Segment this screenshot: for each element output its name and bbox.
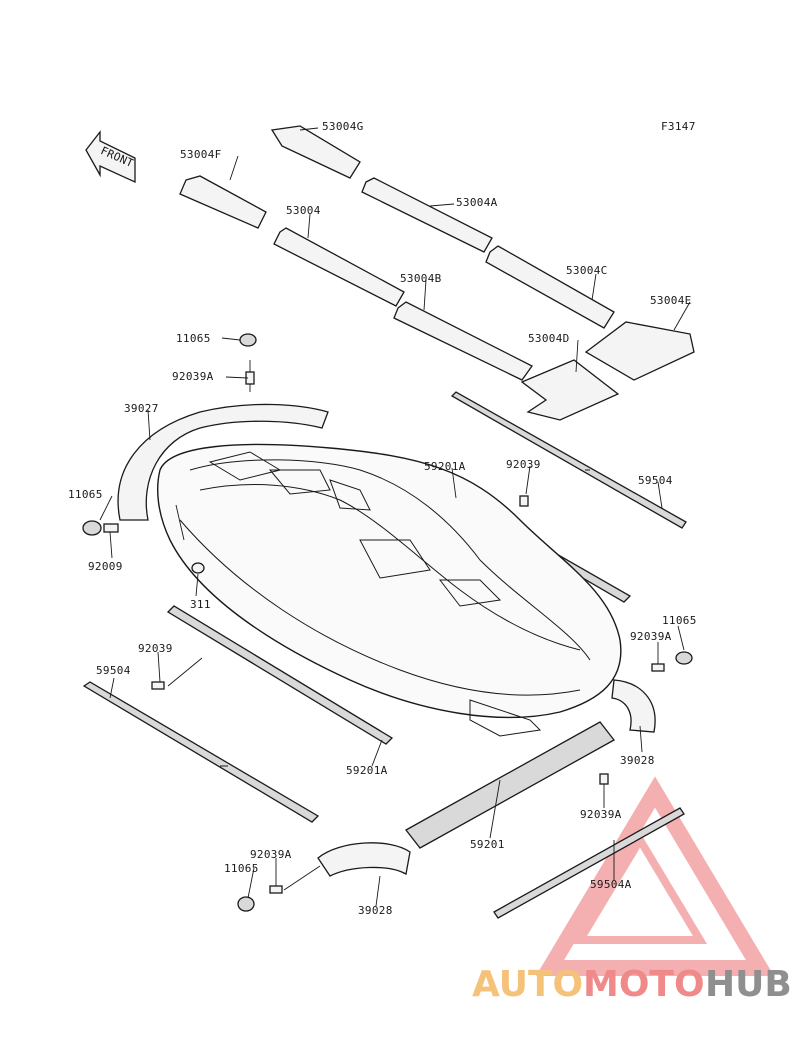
label-59201A-right: 59201A — [424, 460, 466, 473]
figure-code: F3147 — [661, 120, 696, 133]
clip-92009 — [103, 523, 119, 533]
watermark-logo — [535, 776, 775, 976]
rivet-92039-right — [519, 495, 529, 507]
mat-53004 — [273, 227, 405, 307]
mat-53004E — [584, 321, 695, 381]
cap-11065-top — [239, 333, 257, 347]
watermark-inner-triangle — [572, 832, 708, 944]
watermark-triangle — [535, 776, 775, 976]
front-arrow: FRONT — [85, 130, 136, 184]
label-53004G: 53004G — [322, 120, 364, 133]
rubrail-59201 — [405, 721, 615, 849]
label-92039A-bottom: 92039A — [250, 848, 292, 861]
label-11065-right: 11065 — [662, 614, 697, 627]
label-11065-bottom: 11065 — [224, 862, 259, 875]
cap-11065-left — [82, 520, 102, 536]
label-59504-left: 59504 — [96, 664, 131, 677]
rivet-92039A-right — [651, 663, 665, 672]
watermark-part2: MOTO — [583, 964, 705, 1005]
label-11065-top: 11065 — [176, 332, 211, 345]
label-39028-right: 39028 — [620, 754, 655, 767]
rivet-92039A-top — [245, 360, 255, 392]
label-53004E: 53004E — [650, 294, 692, 307]
hull-body — [157, 443, 622, 737]
label-53004C: 53004C — [566, 264, 608, 277]
label-53004F: 53004F — [180, 148, 222, 161]
strip-59504A — [493, 807, 685, 919]
watermark-part3: HUB — [705, 964, 792, 1005]
nut-311 — [191, 562, 205, 574]
leader-lines — [99, 127, 691, 907]
label-39028-bottom: 39028 — [358, 904, 393, 917]
label-53004A: 53004A — [456, 196, 498, 209]
label-39027: 39027 — [124, 402, 159, 415]
mat-53004F — [179, 175, 267, 229]
label-92039A-lowright: 92039A — [580, 808, 622, 821]
label-59504A: 59504A — [590, 878, 632, 891]
strip-59504-left — [82, 681, 320, 823]
watermark-text: AUTO MOTO HUB — [472, 964, 792, 1005]
mat-53004D — [520, 359, 620, 421]
mat-53004B — [393, 301, 533, 381]
strip-59201A-left — [166, 605, 394, 745]
mat-53004A — [361, 177, 493, 253]
watermark-part1: AUTO — [472, 964, 583, 1005]
part-labels: 53004G 53004F 53004A 53004 53004C 53004B… — [68, 120, 697, 917]
rivet-92039-left — [151, 681, 165, 690]
label-11065-left: 11065 — [68, 488, 103, 501]
label-92039A-right: 92039A — [630, 630, 672, 643]
label-53004: 53004 — [286, 204, 321, 217]
mat-53004G — [270, 125, 361, 179]
cap-11065-bottom — [237, 896, 255, 912]
label-53004D: 53004D — [528, 332, 570, 345]
label-92039-left: 92039 — [138, 642, 173, 655]
strip-59504-right — [450, 391, 687, 529]
label-53004B: 53004B — [400, 272, 442, 285]
cap-11065-right — [675, 651, 693, 665]
label-92039A-top: 92039A — [172, 370, 214, 383]
label-92009: 92009 — [88, 560, 123, 573]
mat-53004C — [485, 245, 615, 329]
label-59504-right: 59504 — [638, 474, 673, 487]
label-59201: 59201 — [470, 838, 505, 851]
bumper-39028-bottom — [317, 842, 411, 877]
bumper-39028-right — [611, 679, 656, 733]
label-59201A-bottom: 59201A — [346, 764, 388, 777]
fender-39027 — [117, 403, 329, 521]
rivet-92039A-lowright — [599, 773, 609, 785]
rivet-92039A-bottom — [269, 885, 283, 894]
label-311: 311 — [190, 598, 211, 611]
label-92039-right: 92039 — [506, 458, 541, 471]
